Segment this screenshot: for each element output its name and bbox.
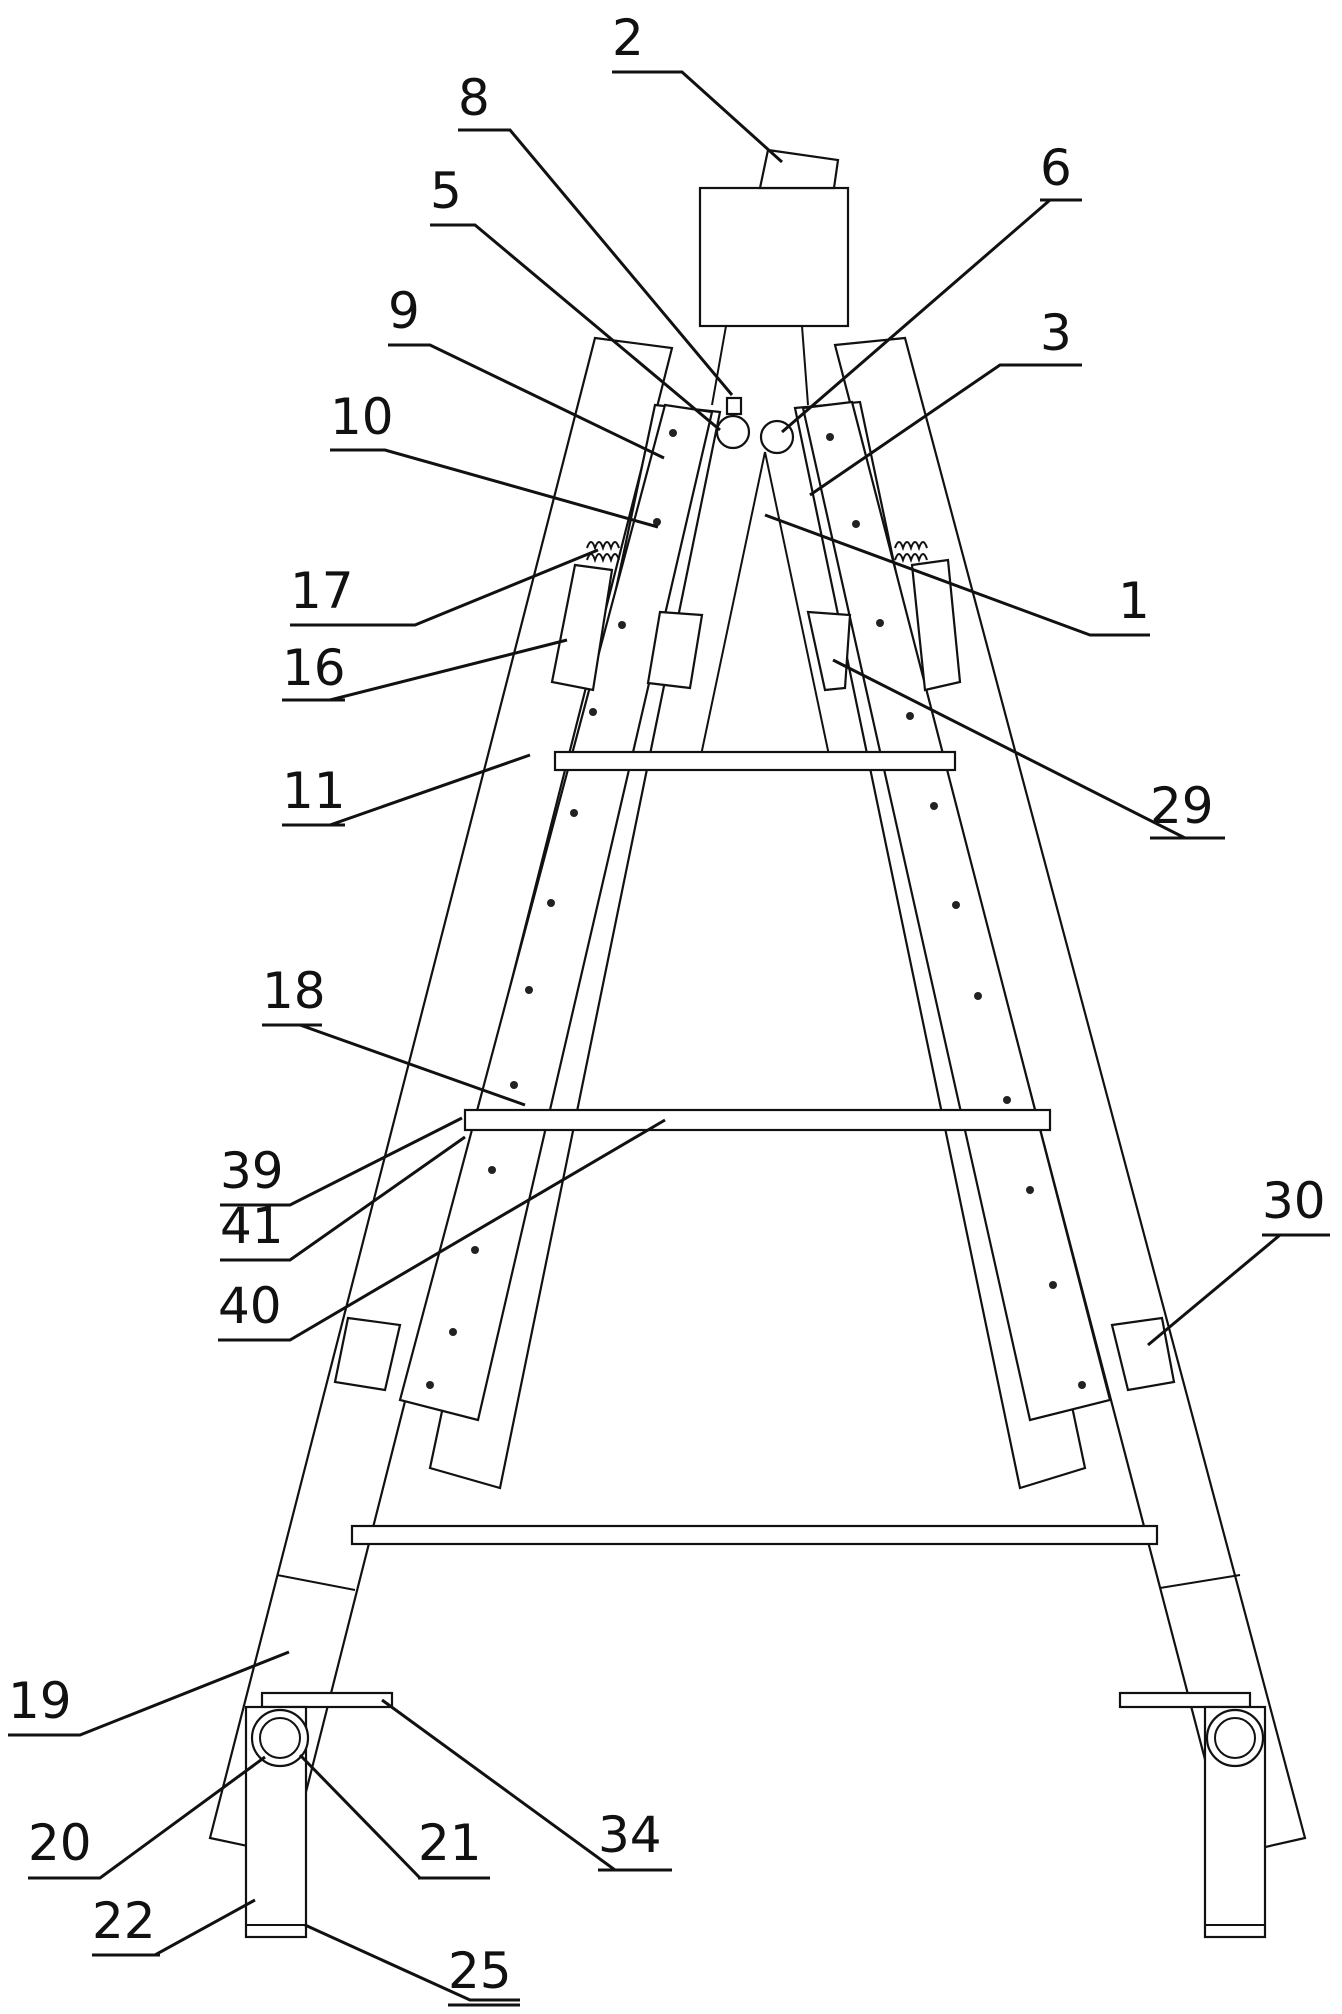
right-wheel-inner [1214, 1717, 1256, 1759]
label-29: 29 [1150, 777, 1214, 835]
label-34: 34 [598, 1806, 662, 1864]
label-18: 18 [262, 962, 326, 1020]
label-21: 21 [418, 1814, 482, 1872]
pulley-5 [715, 414, 751, 450]
label-30: 30 [1262, 1172, 1326, 1230]
apex-line-left [699, 451, 766, 761]
label-10: 10 [330, 388, 394, 446]
left-wheel-inner [259, 1717, 301, 1759]
label-1: 1 [1118, 572, 1150, 630]
right-foot-plate [1118, 1691, 1252, 1709]
left-spring [586, 541, 620, 564]
rung-bottom [350, 1524, 1159, 1546]
label-8: 8 [458, 69, 490, 127]
left-leg-joint-line [276, 1574, 356, 1591]
right-track [801, 400, 1112, 1422]
right-bracket [910, 558, 962, 692]
label-25: 25 [448, 1942, 512, 2000]
top-box [698, 186, 850, 328]
label-6: 6 [1040, 139, 1072, 197]
left-track-holes [426, 429, 677, 1389]
label-3: 3 [1040, 304, 1072, 362]
top-rod-left [711, 325, 727, 406]
label-11: 11 [282, 762, 346, 820]
label-16: 16 [282, 639, 346, 697]
pulley-5-mount [725, 396, 743, 416]
top-box-handle [758, 148, 840, 190]
right-leg-joint-line [1159, 1574, 1241, 1589]
label-2: 2 [612, 9, 644, 67]
label-5: 5 [430, 162, 462, 220]
rung-top [553, 750, 957, 772]
left-foot-plate [260, 1691, 394, 1709]
label-20: 20 [28, 1814, 92, 1872]
right-track-holes [826, 433, 1086, 1389]
label-40: 40 [218, 1277, 282, 1335]
part-labels: 2 8 5 6 9 3 10 17 1 16 11 29 18 39 41 30… [8, 9, 1330, 2007]
plate-upper-left [646, 610, 704, 690]
label-39: 39 [220, 1142, 284, 1200]
label-19: 19 [8, 1672, 72, 1730]
rung-middle [463, 1108, 1052, 1132]
outer-left-leg [208, 336, 674, 1857]
label-22: 22 [92, 1892, 156, 1950]
plate-lower-left [333, 1316, 402, 1392]
apex-line-right [764, 451, 831, 761]
label-9: 9 [388, 282, 420, 340]
label-41: 41 [220, 1197, 284, 1255]
plate-upper-right [806, 610, 852, 692]
right-spring [894, 541, 928, 564]
top-rod-right [801, 325, 809, 406]
label-17: 17 [290, 562, 354, 620]
